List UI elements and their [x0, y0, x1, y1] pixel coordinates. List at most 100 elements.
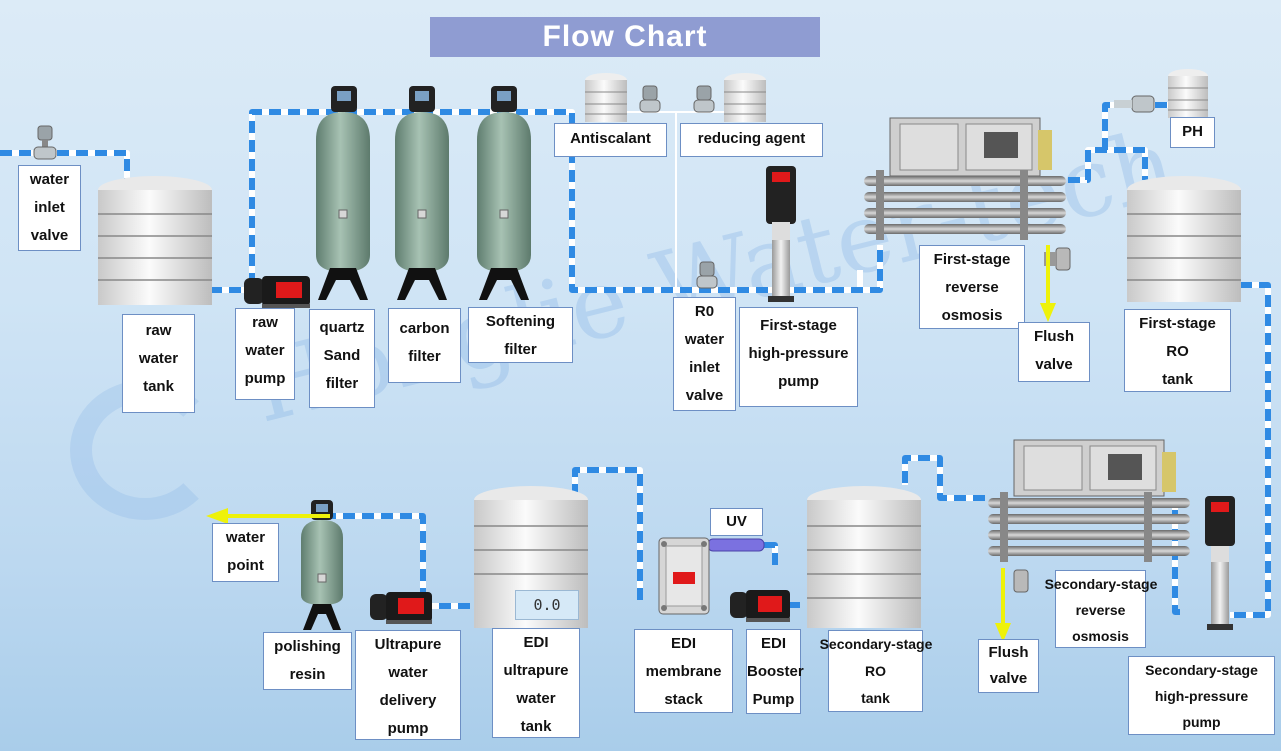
label-line: EDI — [760, 635, 786, 652]
edi-tank-display: 0.0 — [515, 590, 579, 620]
flush-valve-2-icon — [1013, 569, 1029, 593]
label-line: water — [245, 342, 285, 359]
label-line: stack — [664, 691, 703, 708]
label-line: water — [225, 529, 266, 546]
label-line: valve — [685, 387, 724, 404]
label-line: R0 — [694, 303, 715, 320]
label-line: filter — [325, 375, 359, 392]
secondary-stage-ro-tank-icon — [807, 486, 921, 628]
label-raw-water-tank: raw water tank — [122, 314, 195, 413]
edi-booster-pump-icon — [730, 590, 790, 622]
label-line: UV — [726, 513, 747, 530]
label-line: pump — [778, 373, 819, 390]
label-line: water — [684, 331, 725, 348]
label-line: EDI — [523, 634, 549, 651]
label-line: Booster — [747, 663, 804, 680]
label-line: Secondary-stage — [819, 636, 933, 652]
ro-water-inlet-valve-icon — [696, 261, 718, 289]
label-line: First-stage — [1139, 315, 1216, 332]
uv-sterilizer-icon — [707, 538, 765, 552]
edi-membrane-stack-icon — [658, 537, 710, 615]
label-line: Sand — [323, 347, 361, 364]
label-edi-ultrapure-water-tank: EDI ultrapure water tank — [492, 628, 580, 738]
flush-arrow-1-icon — [1040, 245, 1056, 322]
ph-dosing-pump-icon — [1114, 95, 1155, 113]
label-secondary-stage-high-pressure-pump: Secondary-stage high-pressure pump — [1128, 656, 1275, 735]
label-carbon-filter: carbon filter — [388, 308, 461, 383]
flush-valve-1-icon — [1044, 247, 1071, 271]
softening-filter-icon — [477, 86, 531, 300]
first-stage-high-pressure-pump-icon — [766, 166, 796, 302]
label-line: raw — [252, 314, 278, 331]
water-point-arrow-icon — [206, 508, 330, 524]
raw-water-tank-icon — [98, 176, 212, 305]
label-softening-filter: Softening filter — [468, 307, 573, 363]
label-line: tank — [143, 378, 174, 395]
secondary-stage-ro-unit-icon — [988, 439, 1190, 562]
label-line: Flush — [1034, 328, 1074, 345]
label-line: tank — [861, 690, 890, 706]
label-line: Pump — [752, 691, 795, 708]
label-line: RO — [1166, 343, 1189, 360]
label-line: First-stage — [933, 251, 1011, 268]
label-line: PH — [1182, 123, 1203, 140]
water-inlet-valve-icon — [33, 125, 57, 160]
label-water-inlet-valve: water inlet valve — [18, 165, 81, 251]
label-line: reducing agent — [697, 130, 806, 147]
label-line: point — [227, 557, 264, 574]
label-line: high-pressure — [748, 345, 849, 362]
label-line: Flush — [988, 644, 1029, 661]
label-line: filter — [408, 348, 441, 365]
label-line: pump — [244, 370, 286, 387]
label-line: pump — [1182, 714, 1221, 730]
label-line: water — [516, 690, 556, 707]
flush-arrow-2-icon — [995, 568, 1011, 642]
label-line: tank — [520, 718, 552, 735]
polishing-resin-icon — [301, 500, 343, 630]
label-quartz-sand-filter: quartz Sand filter — [309, 309, 375, 408]
label-line: EDI — [670, 635, 696, 652]
label-uv: UV — [710, 508, 763, 536]
label-line: inlet — [34, 199, 65, 216]
label-line: First-stage — [760, 317, 837, 334]
label-secondary-stage-reverse-osmosis: Secondary-stage reverse osmosis — [1045, 570, 1157, 648]
antiscalant-dosing-pump-icon — [639, 85, 661, 113]
label-line: valve — [989, 670, 1028, 687]
label-first-stage-ro-tank: First-stage RO tank — [1124, 309, 1231, 392]
ph-tank-icon — [1168, 69, 1208, 118]
label-edi-membrane-stack: EDI membrane stack — [634, 629, 733, 713]
label-line: resin — [289, 666, 326, 683]
label-raw-water-pump: raw water pump — [235, 308, 295, 400]
label-line: membrane — [645, 663, 722, 680]
label-polishing-resin: polishing resin — [263, 632, 352, 690]
reducing-agent-dosing-pump-icon — [693, 85, 715, 113]
label-line: Secondary-stage — [1145, 662, 1258, 678]
label-line: valve — [1035, 356, 1073, 373]
label-antiscalant: Antiscalant — [554, 123, 667, 157]
label-line: water — [138, 350, 179, 367]
label-line: high-pressure — [1154, 688, 1249, 704]
label-line: valve — [30, 227, 69, 244]
label-ro-water-inlet-valve: R0 water inlet valve — [673, 297, 736, 411]
label-line: ultrapure — [503, 662, 569, 679]
label-line: filter — [504, 341, 537, 358]
secondary-stage-high-pressure-pump-icon — [1205, 496, 1235, 630]
raw-water-pump-icon — [244, 276, 310, 308]
label-flush-valve-1: Flush valve — [1018, 322, 1090, 382]
label-line: reverse — [945, 279, 999, 296]
page-title: Flow Chart — [430, 17, 820, 57]
label-line: Secondary-stage — [1044, 576, 1158, 592]
first-stage-ro-unit-icon — [864, 117, 1066, 240]
label-line: Ultrapure — [374, 636, 442, 653]
label-edi-booster-pump: EDI Booster Pump — [746, 629, 804, 714]
antiscalant-tank-icon — [585, 73, 627, 122]
first-stage-ro-tank-icon — [1127, 176, 1241, 302]
label-line: carbon — [399, 320, 450, 337]
label-line: RO — [865, 663, 886, 679]
label-line: tank — [1162, 371, 1193, 388]
label-line: Antiscalant — [570, 130, 651, 147]
label-line: water — [388, 664, 428, 681]
quartz-sand-filter-icon — [316, 86, 370, 300]
label-water-point: water point — [212, 523, 279, 582]
label-ph: PH — [1170, 117, 1215, 148]
